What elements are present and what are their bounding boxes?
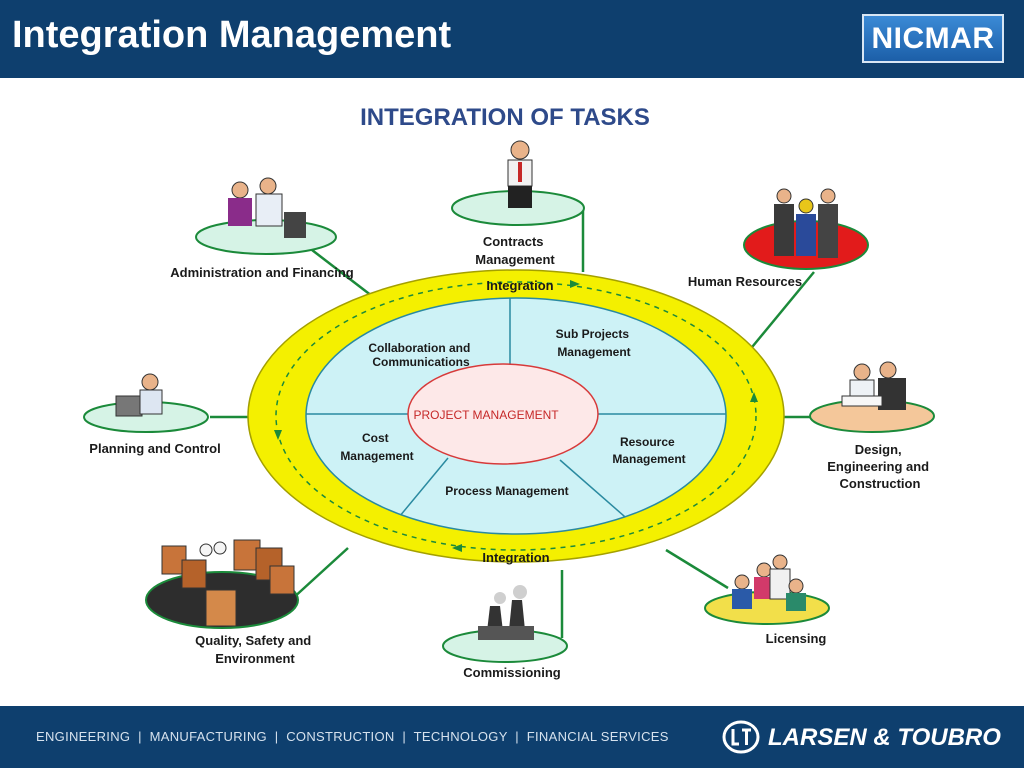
integration-label-top: Integration — [486, 278, 553, 293]
slide-footer: ENGINEERING | MANUFACTURING | CONSTRUCTI… — [0, 706, 1024, 768]
task-label-quality: Quality, Safety and Environment — [195, 633, 315, 666]
footer-tagline: ENGINEERING | MANUFACTURING | CONSTRUCTI… — [36, 729, 669, 744]
ring-dashed-path — [275, 281, 757, 551]
integration-label-bottom: Integration — [482, 550, 549, 565]
connector-hr — [747, 271, 815, 353]
section-subprojects: Sub Projects Management — [556, 327, 633, 359]
slide-title: Integration Management — [12, 14, 452, 56]
section-process: Process Management — [445, 484, 568, 498]
figure-planning-person-icon — [115, 373, 163, 417]
task-label-hr: Human Resources — [688, 274, 802, 289]
lt-logo-icon — [722, 720, 760, 754]
section-resource: Resource Management — [612, 435, 685, 466]
task-label-planning: Planning and Control — [89, 441, 220, 456]
figure-contracts-person-icon — [507, 140, 533, 208]
project-management-core — [407, 363, 599, 465]
task-label-licensing: Licensing — [766, 631, 827, 646]
figure-quality-boxes-icon — [161, 539, 295, 627]
diagram-title: INTEGRATION OF TASKS — [360, 104, 650, 131]
figure-hr-group-icon — [774, 188, 838, 258]
connector-licensing — [665, 548, 729, 590]
connector-admin — [311, 249, 373, 297]
figure-commissioning-plant-icon — [478, 585, 534, 640]
center-label: PROJECT MANAGEMENT — [413, 408, 559, 422]
task-label-contracts: Contracts Management — [475, 234, 555, 267]
figure-admin-people-icon — [228, 177, 306, 238]
figure-licensing-meeting-icon — [732, 554, 806, 611]
footer-brand: LARSEN & TOUBRO — [768, 724, 1001, 751]
section-cost: Cost Management — [340, 431, 413, 463]
integration-diagram: INTEGRATION OF TASKS Integration Integra… — [83, 104, 935, 680]
task-label-commissioning: Commissioning — [463, 665, 561, 680]
nicmar-logo: NICMAR — [862, 14, 1004, 63]
task-label-admin: Administration and Financing — [170, 265, 354, 280]
slide-header: Integration Management NICMAR — [0, 0, 1024, 78]
ring-arrows — [274, 280, 758, 552]
section-collaboration: Collaboration and Communications — [368, 341, 473, 369]
figure-design-engineers-icon — [841, 361, 906, 410]
task-label-design: Design, Engineering and Construction — [827, 442, 932, 491]
